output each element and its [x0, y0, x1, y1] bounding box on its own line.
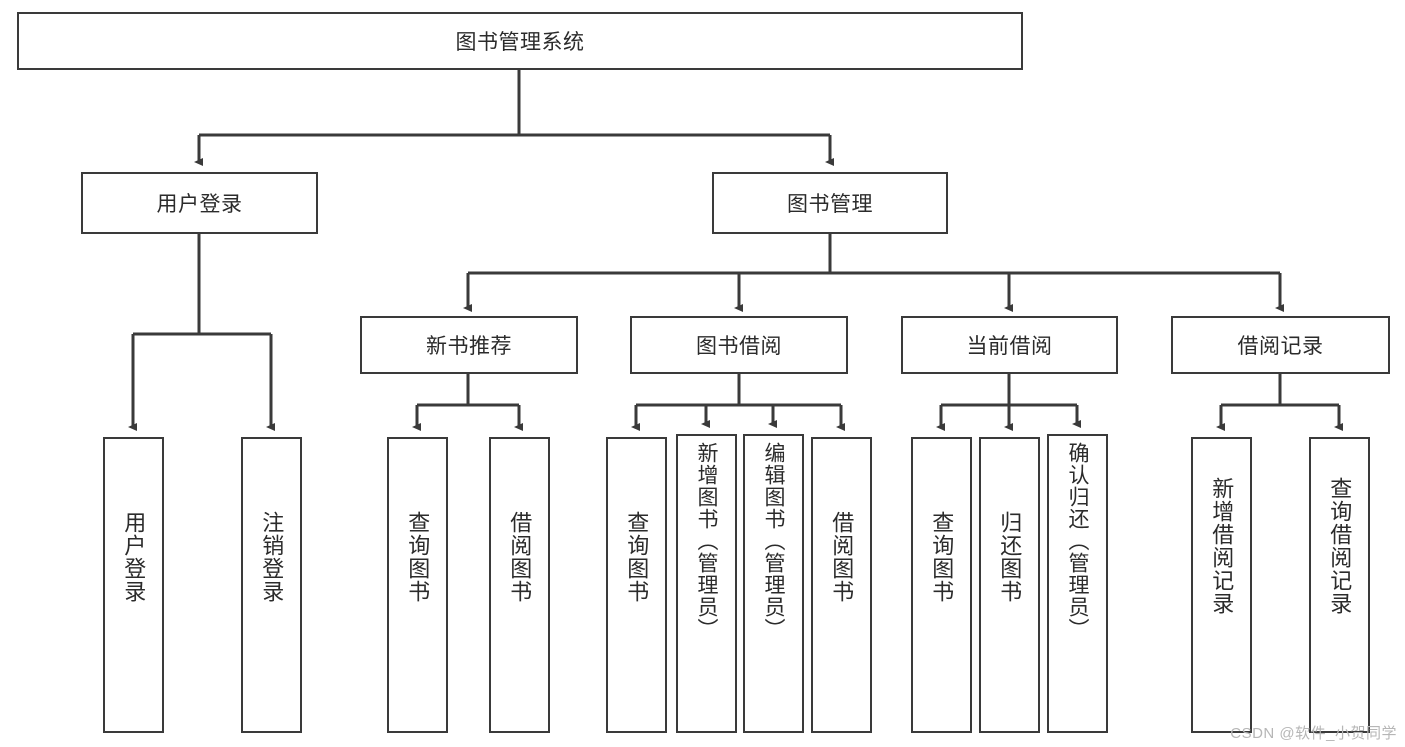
node-new-book-recommend[interactable]: 新书推荐 [360, 316, 578, 374]
leaf-edit-book-label: 编辑图书（管理员） [762, 442, 786, 640]
node-current-borrow-label: 当前借阅 [966, 335, 1053, 358]
leaf-add-book-label: 新增图书（管理员） [695, 442, 719, 640]
node-book-borrow-label: 图书借阅 [696, 335, 782, 358]
leaf-user-logout[interactable]: 注销登录 [241, 437, 302, 733]
node-root-label: 图书管理系统 [455, 31, 585, 54]
node-new-book-recommend-label: 新书推荐 [426, 335, 512, 358]
leaf-query-record[interactable]: 查询借阅记录 [1309, 437, 1370, 733]
node-borrow-record[interactable]: 借阅记录 [1171, 316, 1390, 374]
leaf-add-book[interactable]: 新增图书（管理员） [676, 434, 737, 733]
leaf-user-login-label: 用户登录 [121, 511, 147, 603]
node-borrow-record-label: 借阅记录 [1237, 335, 1324, 358]
leaf-query-book-3-label: 查询图书 [929, 511, 955, 603]
node-book-borrow[interactable]: 图书借阅 [630, 316, 848, 374]
leaf-borrow-book-1-label: 借阅图书 [507, 511, 533, 603]
csdn-watermark: CSDN @软件_小贺同学 [1230, 725, 1397, 742]
node-root[interactable]: 图书管理系统 [17, 12, 1023, 70]
leaf-add-record-label: 新增借阅记录 [1209, 477, 1235, 615]
leaf-confirm-return-label: 确认归还（管理员） [1066, 442, 1090, 640]
node-book-manage[interactable]: 图书管理 [712, 172, 948, 234]
leaf-return-book[interactable]: 归还图书 [979, 437, 1040, 733]
node-book-manage-label: 图书管理 [787, 193, 873, 216]
leaf-query-book-1[interactable]: 查询图书 [387, 437, 448, 733]
leaf-edit-book[interactable]: 编辑图书（管理员） [743, 434, 804, 733]
node-user-login-label: 用户登录 [156, 193, 243, 216]
leaf-query-record-label: 查询借阅记录 [1327, 477, 1353, 615]
leaf-query-book-2-label: 查询图书 [624, 511, 650, 603]
leaf-query-book-2[interactable]: 查询图书 [606, 437, 667, 733]
leaf-query-book-3[interactable]: 查询图书 [911, 437, 972, 733]
leaf-user-login[interactable]: 用户登录 [103, 437, 164, 733]
leaf-add-record[interactable]: 新增借阅记录 [1191, 437, 1252, 733]
leaf-confirm-return[interactable]: 确认归还（管理员） [1047, 434, 1108, 733]
leaf-borrow-book-2-label: 借阅图书 [829, 511, 855, 603]
leaf-borrow-book-1[interactable]: 借阅图书 [489, 437, 550, 733]
node-current-borrow[interactable]: 当前借阅 [901, 316, 1118, 374]
leaf-return-book-label: 归还图书 [997, 511, 1023, 603]
node-user-login[interactable]: 用户登录 [81, 172, 318, 234]
leaf-borrow-book-2[interactable]: 借阅图书 [811, 437, 872, 733]
leaf-user-logout-label: 注销登录 [259, 511, 285, 603]
leaf-query-book-1-label: 查询图书 [405, 511, 431, 603]
